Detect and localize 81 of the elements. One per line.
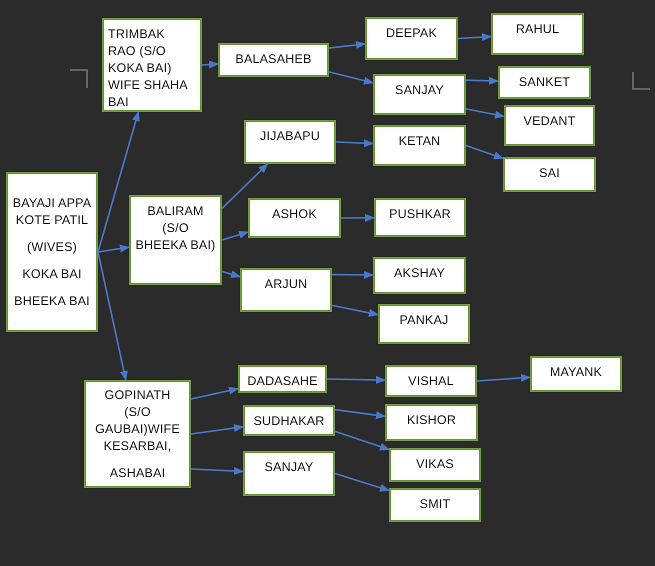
person-box (503, 157, 596, 192)
person-box (389, 448, 481, 482)
person-name: KISHOR (406, 412, 456, 429)
person-box (248, 198, 341, 238)
arrow (458, 33, 492, 42)
person-box (238, 365, 327, 393)
person-name: SAI (539, 165, 560, 182)
person-box (6, 172, 98, 332)
arrow (476, 374, 531, 382)
person-box (373, 125, 466, 166)
person-name: SMIT (420, 496, 450, 513)
person-name: BALIRAM (S/O BHEEKA BAI) (135, 203, 216, 254)
person-name: DEEPAK (386, 25, 437, 42)
arrow (222, 270, 241, 278)
person-box (218, 43, 329, 77)
person-name: PANKAJ (400, 312, 448, 329)
arrow (332, 270, 374, 279)
person-box (385, 404, 478, 441)
person-name: VISHAL (408, 373, 454, 390)
person-box (504, 105, 595, 146)
person-name: VEDANT (524, 113, 576, 130)
arrow (328, 71, 374, 85)
person-name: DADASAHE (247, 373, 318, 390)
arrow (202, 60, 219, 68)
person-name: SANJAY (264, 459, 314, 476)
person-box (530, 356, 622, 392)
person-box (84, 380, 191, 488)
person-box (389, 488, 481, 522)
person-name: BHEEKA BAI (14, 292, 90, 310)
person-name: RAHUL (516, 21, 560, 38)
arrow (341, 214, 375, 222)
person-name: VIKAS (416, 456, 454, 473)
person-name: KETAN (398, 133, 440, 150)
person-name: PUSHKAR (389, 206, 451, 223)
person-name: BAYAJI APPA KOTE PATIL (12, 194, 92, 228)
arrow (221, 163, 268, 210)
arrow (466, 144, 504, 160)
arrow (97, 252, 128, 381)
arrow (97, 111, 140, 252)
person-box (373, 74, 466, 115)
person-name: SANKET (518, 74, 570, 91)
person-name: BALASAHEB (235, 51, 312, 68)
arrow (190, 467, 244, 475)
person-box (243, 405, 335, 436)
person-name: JIJABAPU (260, 128, 320, 145)
person-name: ASHOK (272, 206, 317, 223)
person-box (244, 120, 336, 164)
person-name: SUDHAKAR (253, 413, 325, 430)
person-box (385, 365, 477, 397)
arrow (98, 244, 130, 253)
person-box (365, 17, 458, 60)
arrow (334, 430, 390, 450)
arrow (334, 472, 390, 492)
person-box (374, 198, 466, 237)
person-name: GOPINATH (S/O GAUBAI)WIFE KESARBAI, (94, 386, 181, 454)
arrow (332, 304, 379, 317)
person-name: TRIMBAK RAO (S/O KOKA BAI) WIFE SHAHA BAI (108, 26, 188, 111)
arrow (336, 139, 374, 148)
arrow (466, 76, 499, 85)
person-box (129, 195, 222, 285)
arrow (190, 424, 244, 435)
person-name: (WIVES) (26, 238, 77, 256)
person-box (378, 304, 470, 344)
person-name: KOKA BAI (22, 266, 82, 282)
person-box (491, 13, 584, 55)
person-name: ASHABAI (110, 464, 166, 482)
arrow (190, 386, 239, 400)
arrow (326, 376, 386, 384)
arrow (466, 108, 505, 119)
arrow (222, 230, 249, 241)
person-box (373, 257, 466, 294)
person-name: MAYANK (550, 364, 602, 381)
arrow (334, 408, 386, 420)
person-box (498, 66, 591, 99)
person-name: SANJAY (395, 82, 444, 99)
person-name: AKSHAY (394, 265, 445, 282)
arrow (328, 40, 366, 49)
person-name: ARJUN (264, 276, 308, 293)
person-box (240, 268, 332, 312)
person-box (243, 451, 335, 496)
person-box (102, 18, 202, 112)
